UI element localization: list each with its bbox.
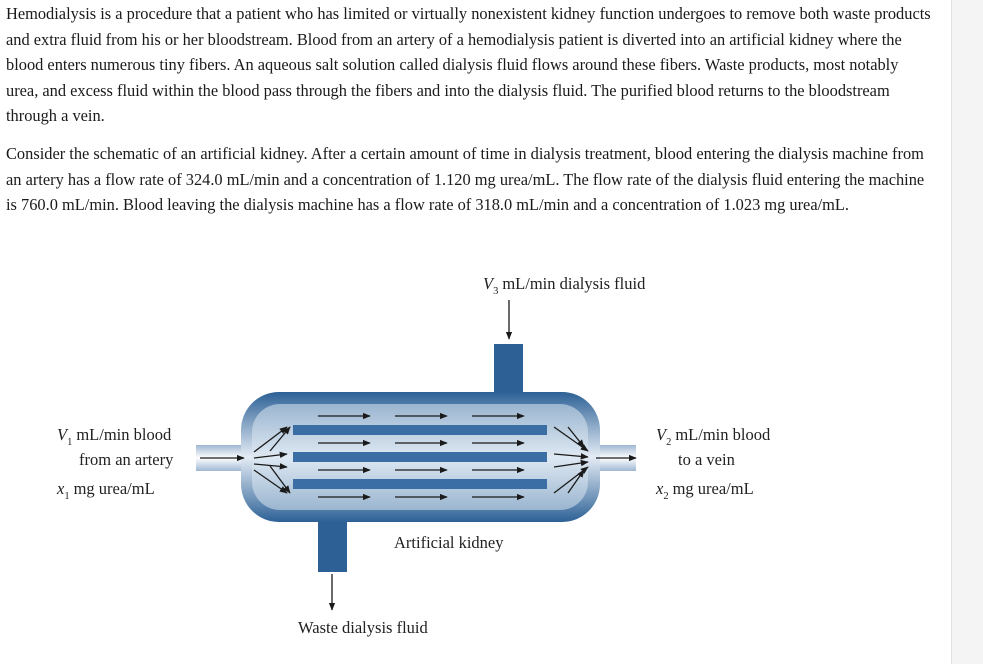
dialysis-inlet-pipe — [494, 344, 523, 398]
paragraph-problem: Consider the schematic of an artificial … — [6, 143, 925, 215]
dialysis-flow-arrows — [318, 412, 525, 501]
fiber — [293, 452, 547, 462]
v1-source-label: from an artery — [79, 450, 174, 469]
v2-destination-label: to a vein — [678, 450, 735, 469]
waste-label: Waste dialysis fluid — [298, 618, 428, 637]
device-label: Artificial kidney — [394, 533, 504, 552]
blood-outlet-arrows — [553, 426, 637, 494]
fiber — [293, 479, 547, 489]
blood-inlet-arrows — [200, 426, 291, 494]
fiber — [293, 425, 547, 435]
waste-outlet-pipe — [318, 514, 347, 572]
scroll-gutter — [951, 0, 983, 664]
problem-text: Hemodialysis is a procedure that a patie… — [6, 0, 934, 218]
paragraph-intro: Hemodialysis is a procedure that a patie… — [6, 4, 931, 126]
